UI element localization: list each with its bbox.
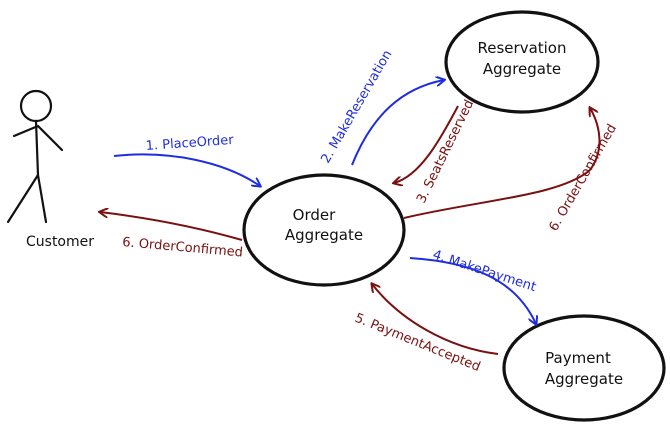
order-aggregate-node: Order Aggregate [242,173,406,287]
order-confirmed-customer-label: 6. OrderConfirmed [122,235,244,260]
actor-arms [12,124,64,152]
payment-aggregate-line2: Aggregate [545,370,623,388]
order-aggregate-line1: Order [293,206,336,224]
payment-aggregate-node: Payment Aggregate [502,314,666,422]
actor-body [34,119,40,177]
make-payment-message: 4. MakePayment [409,248,538,324]
seats-reserved-message: 3. SeatsReserved [394,97,477,206]
reservation-aggregate-line2: Aggregate [483,60,561,78]
actor-label: Customer [26,234,94,250]
order-confirmed-customer-message: 6. OrderConfirmed [100,212,243,261]
order-confirmed-customer-arrow [100,212,243,241]
payment-accepted-message: 5. PaymentAccepted [353,284,499,375]
reservation-aggregate-line1: Reservation [478,39,567,57]
order-aggregate-shape [242,173,406,287]
make-payment-label: 4. MakePayment [431,248,538,296]
make-reservation-arrow [351,80,444,166]
make-reservation-message: 2. MakeReservation [318,48,444,166]
place-order-message: 1. PlaceOrder [113,133,260,186]
make-reservation-label: 2. MakeReservation [318,48,395,166]
customer-actor: Customer [6,89,94,250]
payment-accepted-label: 5. PaymentAccepted [353,311,483,375]
actor-head [19,89,53,123]
seats-reserved-label: 3. SeatsReserved [414,97,477,205]
place-order-label: 1. PlaceOrder [145,133,235,154]
payment-accepted-arrow [372,284,499,355]
place-order-arrow [113,153,260,186]
order-confirmed-reservation-label: 6. OrderConfirmed [546,122,619,234]
order-confirmed-reservation-arrow [403,108,601,219]
actor-right-leg [36,173,48,224]
actor-left-leg [6,173,40,224]
make-payment-arrow [409,257,536,324]
seats-reserved-arrow [394,105,459,183]
payment-aggregate-shape [502,314,666,422]
order-aggregate-line2: Aggregate [285,226,363,244]
reservation-aggregate-node: Reservation Aggregate [444,10,600,114]
payment-aggregate-line1: Payment [545,349,611,367]
reservation-aggregate-shape [444,10,600,114]
